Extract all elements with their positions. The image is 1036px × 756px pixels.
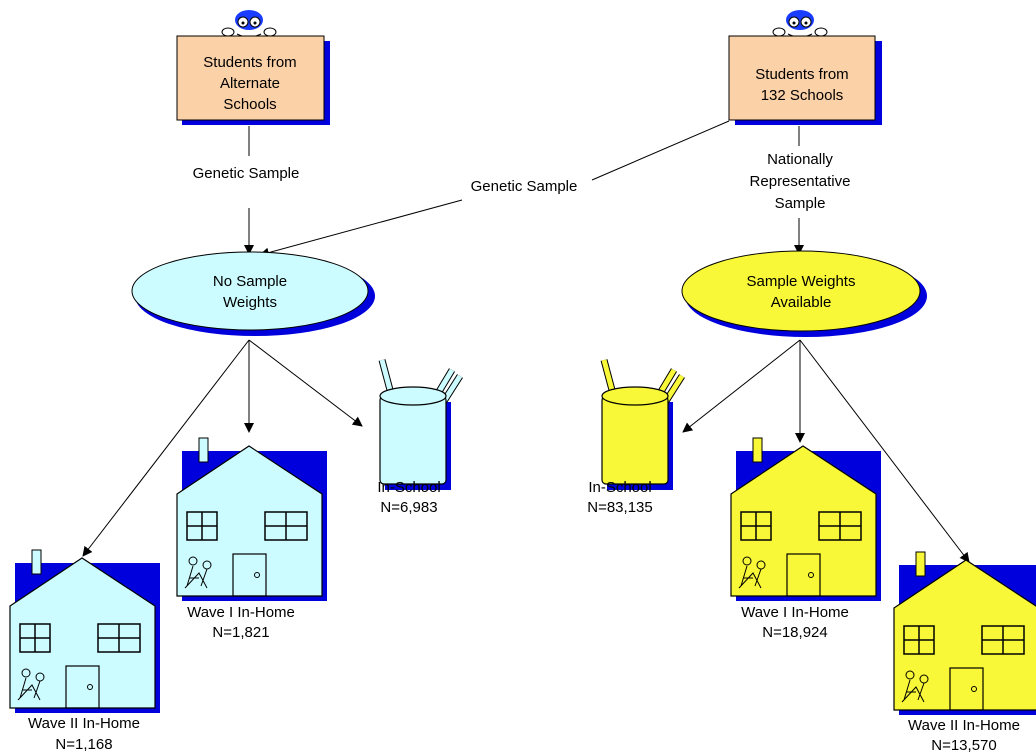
edge-left-to-inschool [248,339,363,427]
left-wave1-output: Wave I In-Home N=1,821 [176,437,328,641]
left-source-line3: Schools [223,96,276,113]
pencil-cup-icon [602,360,682,490]
right-source-line1: Students from [755,66,848,83]
left-source-box: Students from Alternate Schools [176,9,330,125]
no-sample-weights-line2: Weights [223,294,277,311]
genetic-sample-left-label: Genetic Sample [193,165,300,182]
left-wave2-count: N=1,168 [55,736,112,753]
right-wave2-output: Wave II In-Home N=13,570 [893,551,1036,754]
left-wave2-output: Wave II In-Home N=1,168 [9,549,161,753]
national-label-line2: Representative [750,173,851,190]
left-wave1-label: Wave I In-Home [187,604,295,621]
edge-cross-top [591,120,730,181]
house-icon [9,549,161,714]
edge-left-to-wave2 [82,339,250,557]
left-source-line1: Students from [203,54,296,71]
right-source-box: Students from 132 Schools [728,9,882,125]
edge-right-to-inschool [682,339,801,433]
left-wave2-label: Wave II In-Home [28,715,140,732]
peeking-face-icon [221,9,277,38]
national-label-line3: Sample [775,195,826,212]
right-wave1-label: Wave I In-Home [741,604,849,621]
sample-weights-available-node: Sample Weights Available [681,250,927,337]
right-wave1-output: Wave I In-Home N=18,924 [730,437,882,641]
right-wave2-label: Wave II In-Home [908,717,1020,734]
no-sample-weights-line1: No Sample [213,273,287,290]
right-in-school-output: In-School N=83,135 [587,360,682,516]
no-sample-weights-node: No Sample Weights [131,251,375,336]
left-in-school-count: N=6,983 [380,499,437,516]
national-label-line1: Nationally [767,151,833,168]
edge-cross-arrow [259,199,463,258]
left-wave1-count: N=1,821 [212,624,269,641]
right-source-line2: 132 Schools [761,87,844,104]
edge-right-to-wave2 [799,339,970,563]
left-in-school-label: In-School [377,479,440,496]
house-icon [893,551,1036,716]
right-in-school-count: N=83,135 [587,499,652,516]
sample-weights-line2: Available [771,294,832,311]
house-icon [730,437,882,602]
sample-weights-line1: Sample Weights [747,273,856,290]
house-icon [176,437,328,602]
right-in-school-label: In-School [588,479,651,496]
left-source-line2: Alternate [220,75,280,92]
peeking-face-icon [772,9,828,38]
pencil-cup-icon [380,360,460,490]
genetic-sample-cross-label: Genetic Sample [471,178,578,195]
left-in-school-output: In-School N=6,983 [377,360,460,516]
right-wave2-count: N=13,570 [931,737,996,754]
right-wave1-count: N=18,924 [762,624,827,641]
